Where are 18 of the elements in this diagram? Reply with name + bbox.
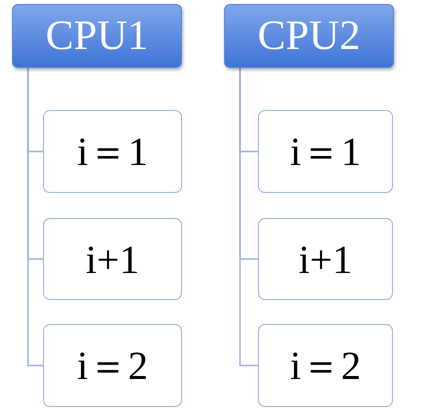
item-label: i+1 [86,236,140,282]
item-box [258,110,393,193]
header-box [12,4,182,68]
item-label: i＝2 [290,342,362,390]
item-label: i+1 [298,236,352,282]
item-box [258,324,393,407]
item-label: i＝1 [290,128,362,176]
item-label: i＝2 [76,342,148,390]
connector-line [27,68,43,366]
connector-line [239,68,258,366]
item-box [43,218,182,300]
header-label: CPU2 [258,12,360,60]
item-box [43,324,182,407]
item-box [258,218,393,300]
header-box [224,4,394,68]
item-label: i＝1 [76,128,148,176]
item-box [43,110,182,193]
header-label: CPU1 [46,12,148,60]
